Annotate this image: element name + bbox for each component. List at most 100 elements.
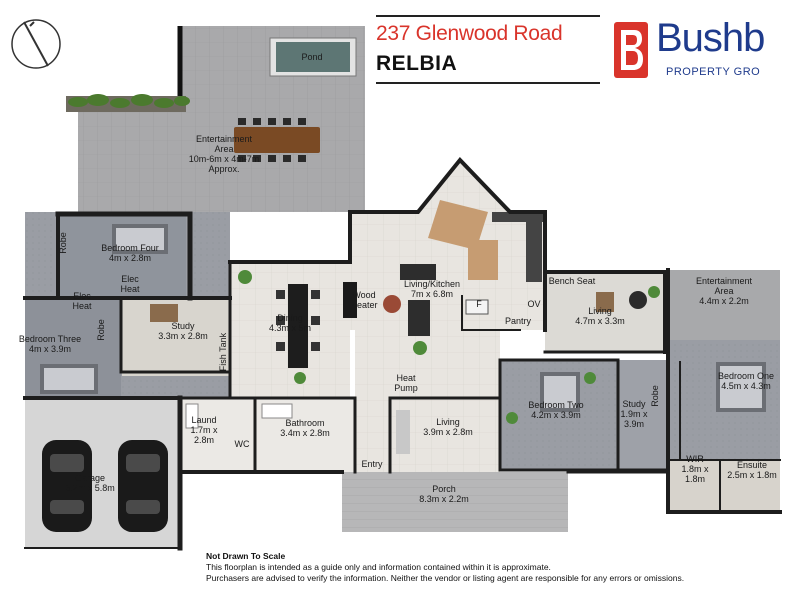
room-label-line: Pond <box>301 52 322 62</box>
disclaimer: Not Drawn To Scale This floorplan is int… <box>206 551 684 584</box>
room-label-line: Bathroom <box>285 418 324 428</box>
suburb-title: RELBIA <box>376 52 458 75</box>
room-label-line: 2.8m <box>194 435 214 445</box>
room-label-line: OV <box>527 299 540 309</box>
room-label-pond: Pond <box>301 52 322 62</box>
room-label-line: Wood <box>352 290 375 300</box>
room-label-line: Area <box>214 144 233 154</box>
room-label-robe-bedroom-one: Robe <box>650 385 660 407</box>
room-label-line: 1.7m x <box>190 425 218 435</box>
room-label-line: Heat <box>72 301 92 311</box>
room-label-fridge: F <box>476 299 482 309</box>
agency-logo-icon <box>614 22 648 78</box>
header-rule-top <box>376 15 600 17</box>
room-label-line: 4.3m x 5m <box>269 323 311 333</box>
room-label-line: Bench Seat <box>549 276 596 286</box>
room-label-line: Entertainment <box>196 134 253 144</box>
room-label-line: 4.7m x 3.3m <box>575 316 625 326</box>
room-label-oven: OV <box>527 299 540 309</box>
room-label-bench-seat: Bench Seat <box>549 276 596 286</box>
room-label-line: Heat <box>120 284 140 294</box>
room-label-line: 3.3m x 2.8m <box>158 331 208 341</box>
room-label-line: 4m x 2.8m <box>109 253 151 263</box>
room-label-line: 2.5m x 1.8m <box>727 470 777 480</box>
room-label-line: 4.5m x 4.3m <box>721 381 771 391</box>
room-label-line: Elec <box>73 291 91 301</box>
room-label-line: Living <box>436 417 460 427</box>
room-label-fish-tank: Fish Tank <box>218 332 228 371</box>
room-label-line: 1.8m <box>685 474 705 484</box>
room-label-line: WC <box>235 439 250 449</box>
room-label-line: 8.3m x 2.2m <box>419 494 469 504</box>
room-label-line: Laund <box>191 415 216 425</box>
room-label-line: Entertainment <box>696 276 753 286</box>
compass-icon <box>11 19 61 69</box>
room-label-line: Bedroom One <box>718 371 774 381</box>
room-label-line: Pantry <box>505 316 532 326</box>
room-label-line: Bedroom Two <box>528 400 583 410</box>
disclaimer-line-1: This floorplan is intended as a guide on… <box>206 562 551 572</box>
room-label-line: 4.4m x 2.2m <box>699 296 749 306</box>
room-label-line: 3.9m <box>624 419 644 429</box>
room-label-line: Robe <box>58 232 68 254</box>
room-label-line: Porch <box>432 484 456 494</box>
room-label-wc: WC <box>235 439 250 449</box>
room-label-line: Area <box>714 286 733 296</box>
room-label-line: 4.2m x 3.9m <box>531 410 581 420</box>
room-label-line: 3.9m x 2.8m <box>423 427 473 437</box>
room-label-line: Living <box>588 306 612 316</box>
room-label-line: WIR <box>686 454 704 464</box>
room-label-line: 3.4m x 2.8m <box>280 428 330 438</box>
room-label-line: 4m x 3.9m <box>29 344 71 354</box>
room-label-line: Ensuite <box>737 460 767 470</box>
furniture <box>40 200 766 532</box>
room-label-line: Dining <box>277 313 303 323</box>
disclaimer-line-2: Purchasers are advised to verify the inf… <box>206 573 685 583</box>
room-label-line: Fish Tank <box>218 332 228 371</box>
disclaimer-title: Not Drawn To Scale <box>206 551 286 561</box>
car-icon <box>42 440 92 532</box>
header-rule-bottom <box>376 82 600 84</box>
room-label-line: 1.8m x <box>681 464 709 474</box>
agency-tagline: PROPERTY GRO <box>666 66 761 78</box>
agency-name: Bushb <box>656 16 765 60</box>
walls <box>23 156 782 551</box>
room-label-line: Living/Kitchen <box>404 279 460 289</box>
room-label-line: Robe <box>650 385 660 407</box>
room-label-entry: Entry <box>361 459 383 469</box>
room-label-line: Garage <box>75 473 105 483</box>
room-label-line: Elec <box>121 274 139 284</box>
car-icon <box>118 440 168 532</box>
room-label-line: 1.9m x <box>620 409 648 419</box>
room-label-line: Bedroom Four <box>101 243 159 253</box>
room-label-line: Study <box>171 321 195 331</box>
room-label-line: Approx. <box>208 164 239 174</box>
room-label-pantry: Pantry <box>505 316 532 326</box>
room-label-robe-bedroom-four: Robe <box>58 232 68 254</box>
room-label-line: Study <box>622 399 646 409</box>
room-label-line: Robe <box>96 319 106 341</box>
room-label-line: Pump <box>394 383 418 393</box>
room-label-line: Entry <box>361 459 383 469</box>
room-label-line: 7m x 6.8m <box>411 289 453 299</box>
